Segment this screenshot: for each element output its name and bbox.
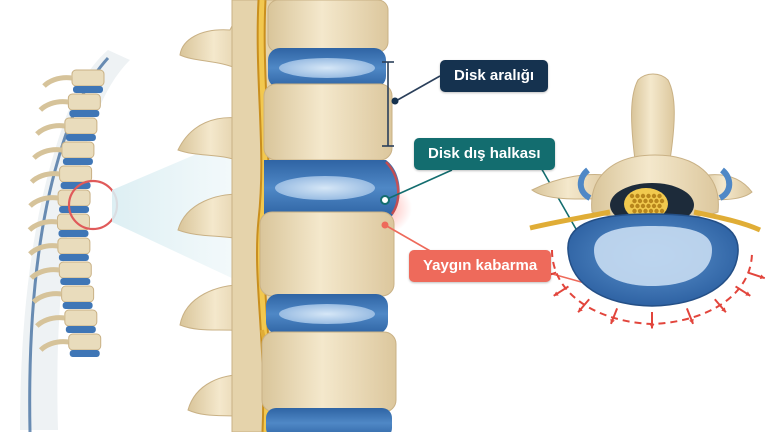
vertebra-cross-section [529, 73, 766, 329]
disc-upper [268, 48, 386, 88]
mini-disc [58, 230, 89, 237]
mini-vertebra [68, 333, 102, 351]
mini-vertebra [61, 141, 95, 159]
mini-disc [59, 206, 90, 213]
mini-vertebra [71, 69, 105, 87]
mini-vertebra [57, 189, 91, 207]
mini-disc [58, 254, 89, 261]
mini-vertebra [59, 165, 93, 183]
label-disc-space: Disk aralığı [440, 60, 549, 92]
disc-space-bracket [382, 61, 441, 147]
mini-disc [62, 302, 93, 309]
overview-spine [20, 50, 130, 432]
label-bulge: Yaygın kabarma [409, 250, 552, 282]
mini-disc [62, 158, 93, 165]
mini-vertebra [67, 93, 101, 111]
mini-vertebra [58, 261, 92, 279]
mini-vertebra [61, 285, 95, 303]
mini-disc [69, 110, 100, 117]
spine-column [177, 0, 412, 432]
label-annulus: Disk dış halkası [414, 138, 555, 170]
mini-disc [73, 86, 103, 93]
mini-disc [65, 134, 96, 141]
mini-vertebra [64, 117, 98, 135]
mini-disc [60, 278, 91, 285]
mini-vertebra [57, 237, 91, 255]
mini-vertebra [64, 309, 98, 327]
mini-disc [65, 326, 96, 333]
mini-disc [69, 350, 100, 357]
disc-lower [266, 294, 388, 334]
